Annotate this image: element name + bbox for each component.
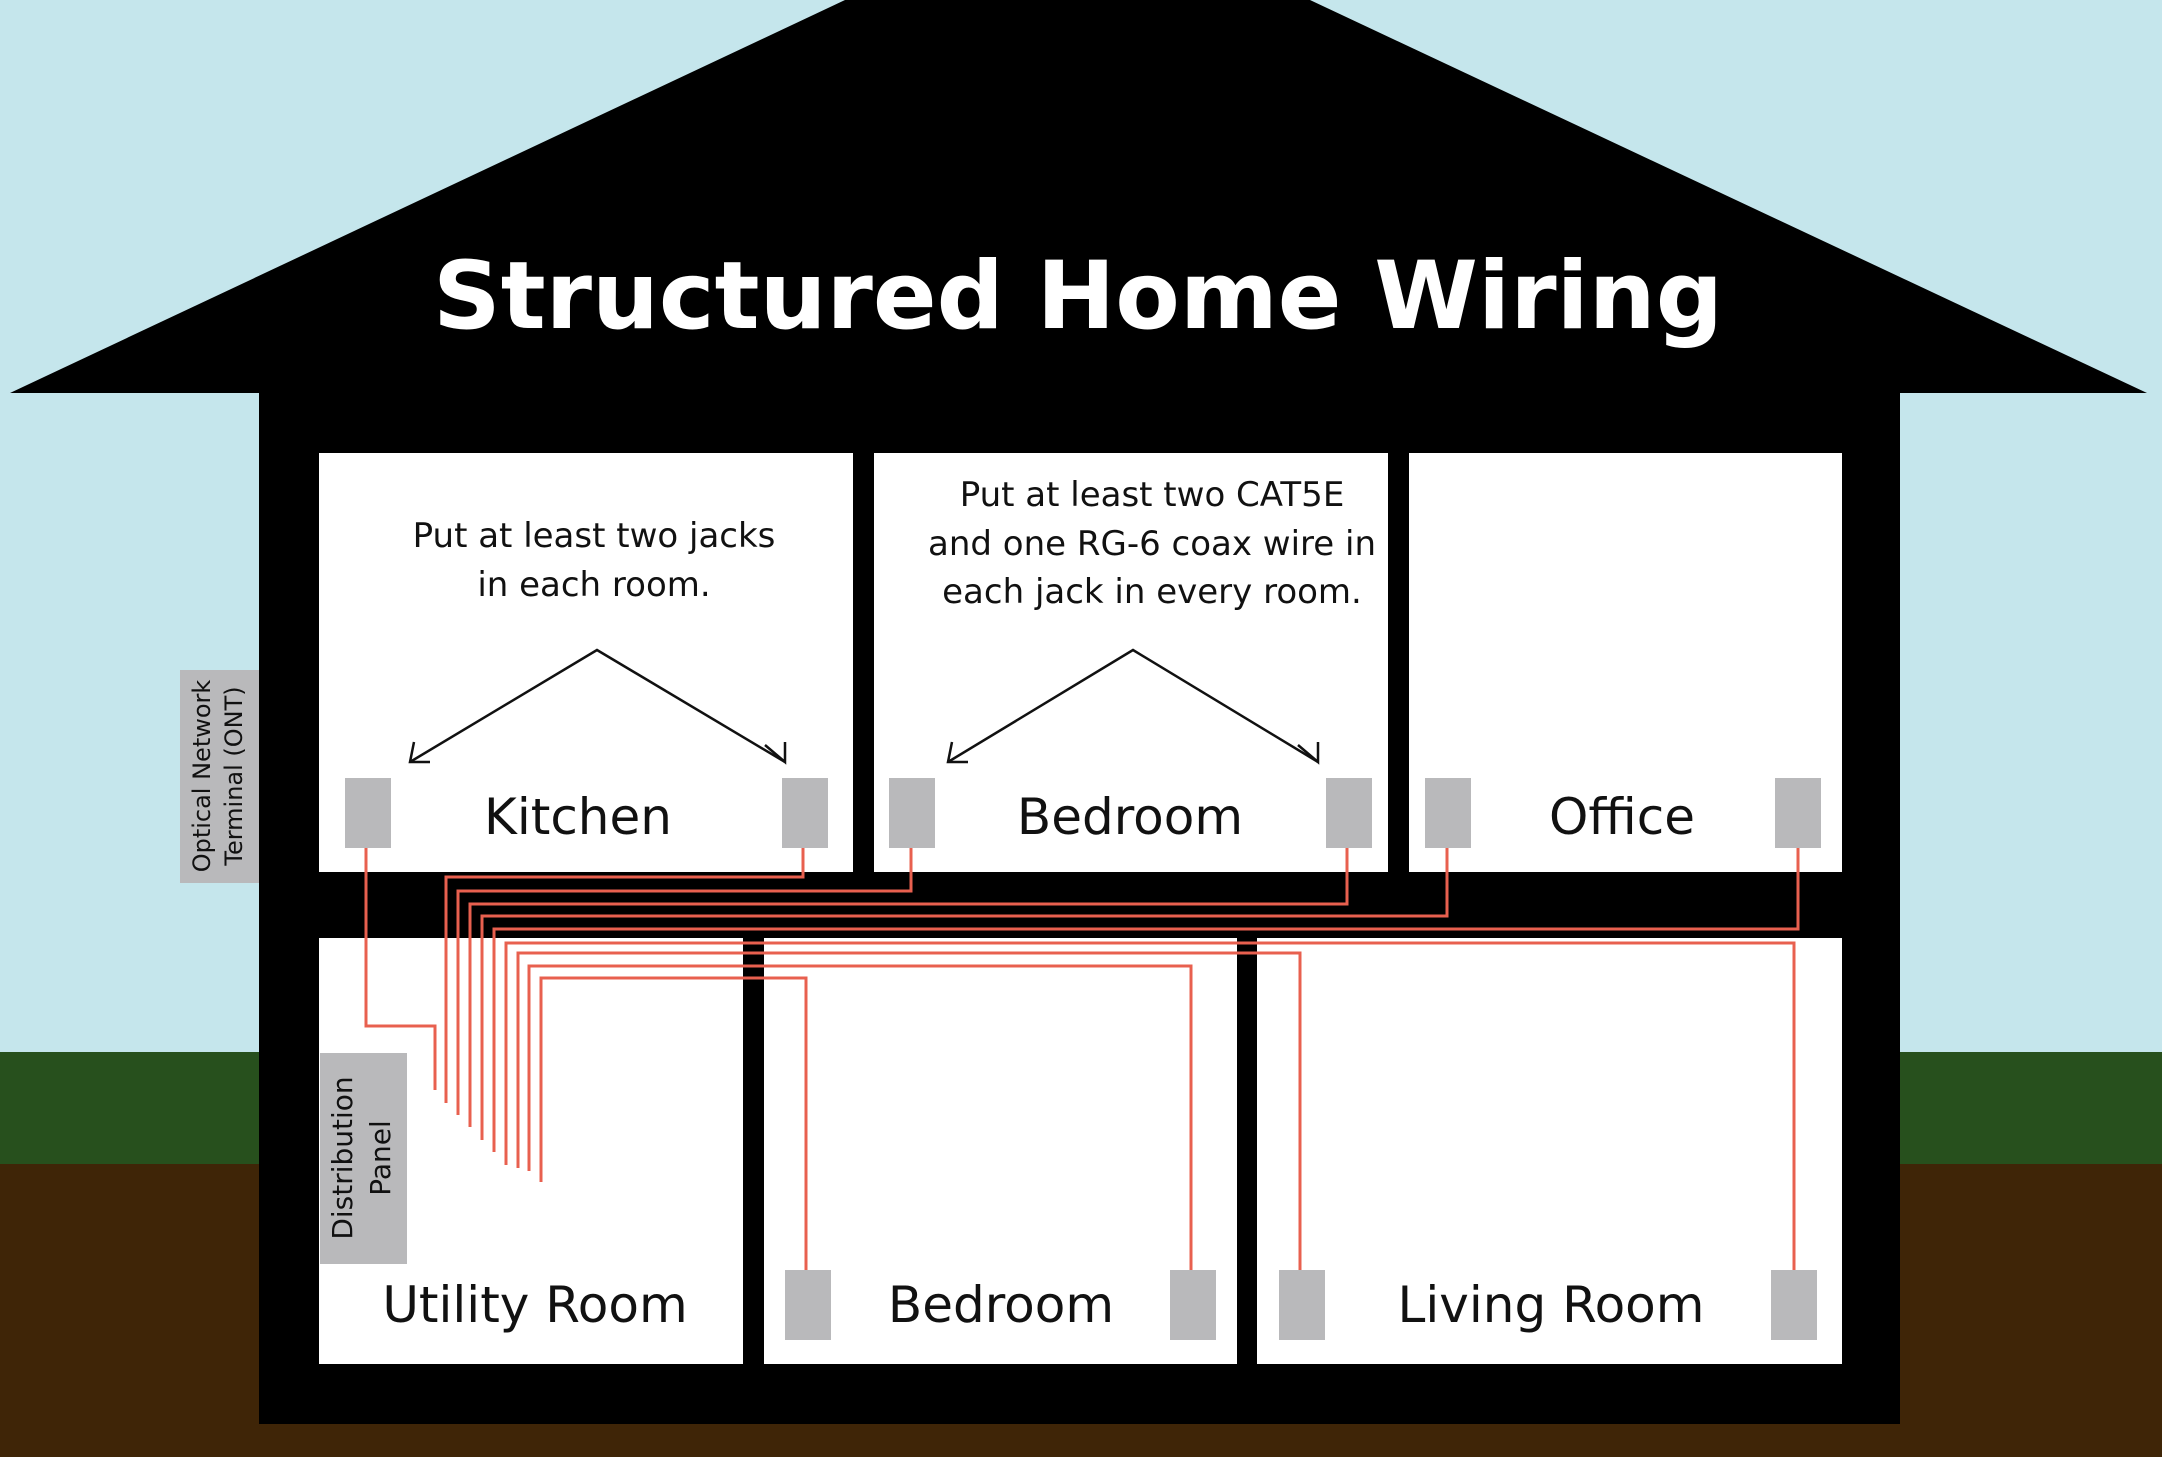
room-label-living: Living Room: [1398, 1276, 1705, 1334]
ont-label-line-1: Optical Network: [188, 680, 216, 873]
wire-bedroom-upper-left: [456, 848, 913, 1115]
note-wires-line-3: each jack in every room.: [942, 572, 1362, 612]
jack-bedroom-lower-right: [1170, 1270, 1216, 1340]
wire-bedroom-lower-left: [539, 976, 808, 1270]
jack-office-right: [1775, 778, 1821, 848]
room-living: [1257, 938, 1842, 1364]
note-wires-line-2: and one RG-6 coax wire in: [928, 524, 1376, 564]
room-label-utility: Utility Room: [382, 1276, 687, 1334]
room-label-bedroom-lower: Bedroom: [888, 1276, 1114, 1334]
wires: [364, 848, 1800, 1270]
wire-kitchen-right: [444, 848, 805, 1103]
note-jacks-line-1: Put at least two jacks: [413, 516, 776, 556]
optical-network-terminal: [180, 670, 259, 883]
jack-kitchen-right: [782, 778, 828, 848]
wire-living-left: [516, 951, 1302, 1270]
wire-office-left: [480, 848, 1449, 1140]
wire-kitchen-left: [364, 848, 437, 1090]
note-wires-line-1: Put at least two CAT5E: [960, 475, 1345, 515]
house-roof: [10, 0, 2147, 393]
arrows-bedroom: [946, 648, 1320, 765]
wire-bedroom-lower-right: [527, 964, 1193, 1270]
wire-office-right: [492, 848, 1800, 1152]
jack-bedroom-upper-left: [889, 778, 935, 848]
room-label-bedroom-upper: Bedroom: [1017, 788, 1243, 846]
panel-label-line-2: Panel: [364, 1120, 397, 1196]
room-label-kitchen: Kitchen: [484, 788, 672, 846]
wire-bedroom-upper-right: [468, 848, 1349, 1127]
panel-label-line-1: Distribution: [326, 1076, 359, 1239]
jack-kitchen-left: [345, 778, 391, 848]
room-bedroom-lower: [764, 938, 1237, 1364]
wire-living-right: [504, 941, 1796, 1270]
jack-living-left: [1279, 1270, 1325, 1340]
jack-bedroom-upper-right: [1326, 778, 1372, 848]
jack-office-left: [1425, 778, 1471, 848]
room-bedroom-upper: [874, 453, 1388, 872]
jack-living-right: [1771, 1270, 1817, 1340]
ont-label-line-2: Terminal (ONT): [220, 686, 248, 866]
jack-bedroom-lower-left: [785, 1270, 831, 1340]
room-kitchen: [319, 453, 853, 872]
room-office: [1409, 453, 1842, 872]
distribution-panel: [320, 1053, 407, 1264]
page-title: Structured Home Wiring: [433, 242, 1723, 351]
note-jacks-line-2: in each room.: [477, 565, 710, 605]
arrows-kitchen: [408, 648, 787, 765]
room-label-office: Office: [1549, 788, 1695, 846]
